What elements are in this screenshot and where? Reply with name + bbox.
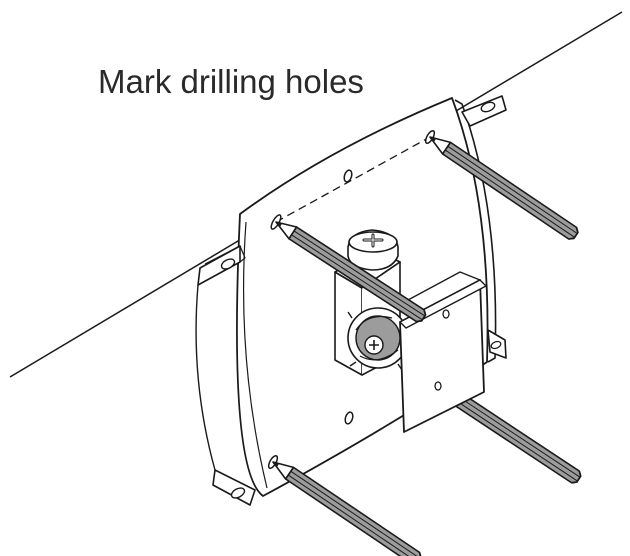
level-guide-line — [275, 136, 431, 223]
caption-text: Mark drilling holes — [98, 63, 364, 100]
pencil-bottom-left — [268, 455, 424, 556]
